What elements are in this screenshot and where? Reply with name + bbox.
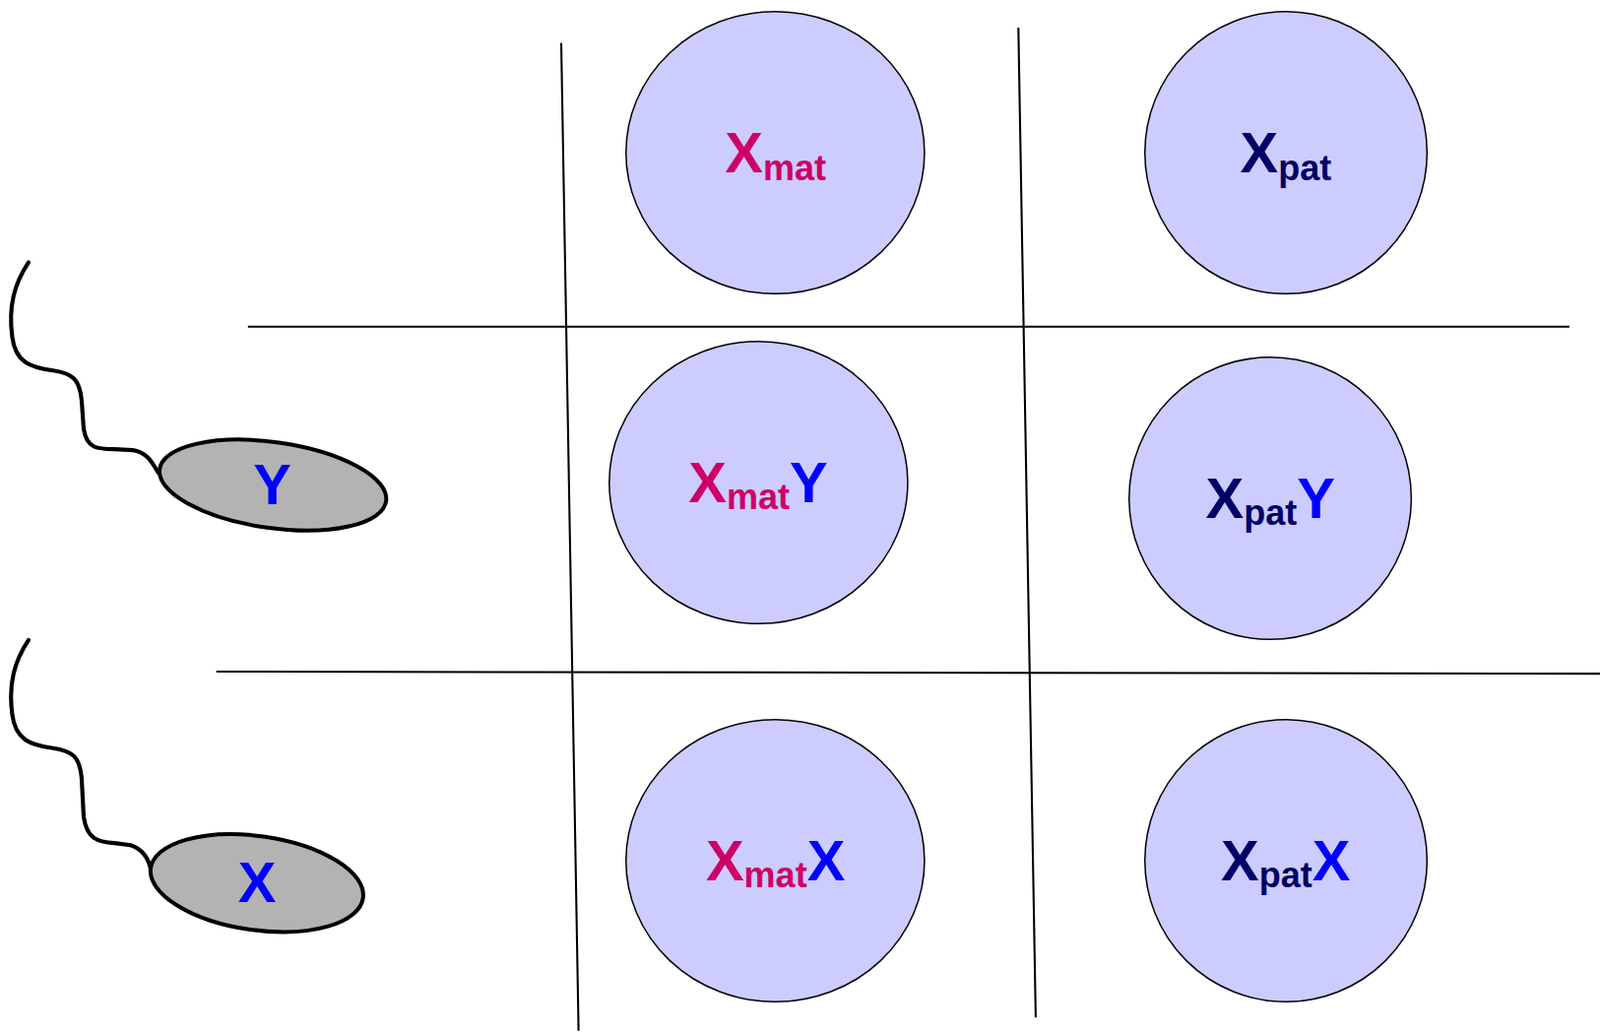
grid-line (216, 671, 1600, 674)
grid-line (561, 43, 579, 1031)
grid-line (248, 325, 1570, 328)
sperm-cell: Y (156, 440, 389, 530)
chromosome-label: X (1220, 832, 1260, 890)
chromosome-label: X (238, 853, 277, 911)
sperm-tail (10, 640, 151, 871)
text-row: XpatY (1128, 356, 1412, 640)
chromosome-label: Y (1296, 469, 1336, 527)
subscript-label: mat (744, 857, 808, 894)
subscript-label: mat (763, 150, 827, 187)
node-shape (1145, 718, 1428, 1002)
zygote-circle: XpatY (1128, 356, 1412, 640)
text-row: XmatX (625, 718, 926, 1003)
node-shape (144, 821, 371, 945)
node-shape (626, 718, 925, 1002)
zygote-circle: XmatY (608, 340, 909, 625)
subscript-label: mat (726, 479, 790, 515)
grid-line (1018, 27, 1036, 1018)
text-row: XpatX (1144, 718, 1428, 1003)
zygote-circle: Xmat (625, 10, 926, 295)
chromosome-label: X (1312, 832, 1351, 890)
chromosome-label: Y (253, 455, 292, 513)
text-row: XmatY (608, 340, 909, 625)
text-row: Xpat (1144, 10, 1428, 295)
text-row: Y (156, 440, 389, 530)
chromosome-label: X (705, 832, 745, 890)
node-shape (626, 11, 925, 295)
sperm-tail (10, 261, 158, 472)
subscript-label: pat (1243, 495, 1297, 531)
chromosome-label: X (807, 832, 846, 890)
zygote-circle: Xpat (1144, 10, 1428, 295)
text-row: X (147, 833, 367, 932)
subscript-label: pat (1259, 857, 1313, 894)
chromosome-label: Y (789, 453, 829, 512)
chromosome-label: X (724, 124, 764, 182)
chromosome-label: X (1206, 469, 1245, 527)
node-shape (1145, 11, 1428, 295)
zygote-circle: XpatX (1144, 718, 1428, 1003)
chromosome-label: X (688, 453, 727, 512)
node-shape (1129, 356, 1412, 640)
chromosome-label: X (1239, 124, 1279, 182)
subscript-label: pat (1278, 150, 1332, 187)
zygote-circle: XmatX (625, 718, 926, 1003)
node-shape (153, 426, 392, 544)
sperm-cell: X (147, 833, 367, 932)
node-shape (608, 341, 907, 625)
text-row: Xmat (625, 10, 926, 295)
